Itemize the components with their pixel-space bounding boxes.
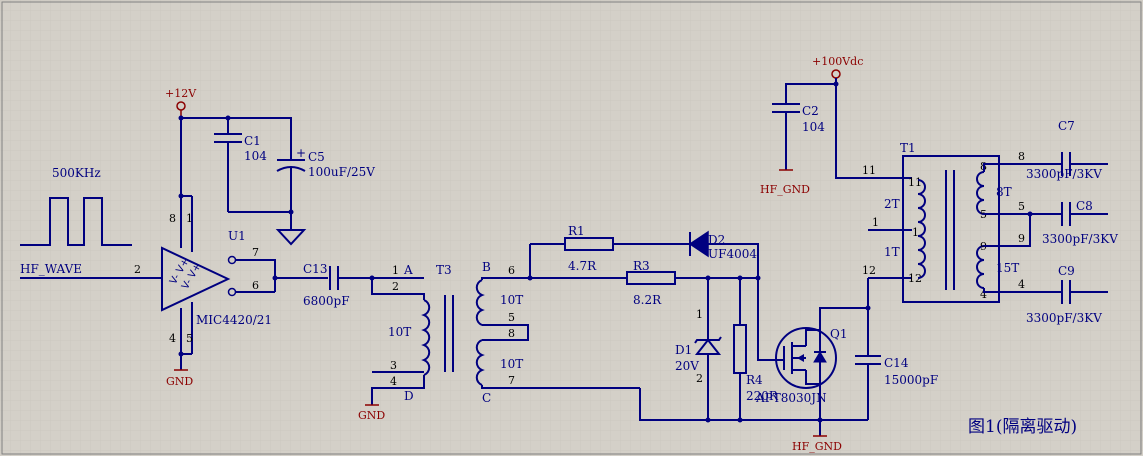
c2-hf-gnd-label: HF_GND xyxy=(760,183,810,196)
d1-pin2: 2 xyxy=(696,372,703,385)
t3-a-label: A xyxy=(403,263,413,277)
t3-pin6: 6 xyxy=(508,264,515,277)
t1-secondary-coil-2 xyxy=(976,245,985,289)
t1-ref: T1 xyxy=(900,141,916,155)
c7-capacitor xyxy=(1061,152,1108,176)
u1-pin8: 8 xyxy=(169,212,176,225)
t1-pin1-net: 1 xyxy=(872,216,879,229)
c1-capacitor xyxy=(214,133,242,212)
c5-value: 100uF/25V xyxy=(308,165,375,179)
u1-ref: U1 xyxy=(228,229,246,243)
t1-pin12: 12 xyxy=(908,272,922,285)
u1-part: MIC4420/21 xyxy=(196,313,272,327)
t3-sec1-turns: 10T xyxy=(500,293,523,307)
t1-1t-label: 1T xyxy=(884,245,900,259)
ground-symbol-c5 xyxy=(275,212,307,246)
t1-out-pin4: 4 xyxy=(1018,278,1025,291)
q1-ref: Q1 xyxy=(830,327,847,341)
t3-secondary-coil-1 xyxy=(475,279,485,326)
t3-ref: T3 xyxy=(436,263,452,277)
t1-8t-label: 8T xyxy=(996,185,1012,199)
c9-value: 3300pF/3KV xyxy=(1026,311,1102,325)
t1-out-pin5: 5 xyxy=(1018,200,1025,213)
t3-c-label: C xyxy=(482,391,491,405)
u1-pin1: 1 xyxy=(186,212,193,225)
r1-value: 4.7R xyxy=(568,259,597,273)
t1-pin11-net: 11 xyxy=(862,164,876,177)
square-wave-symbol xyxy=(20,197,132,246)
u1-pin7: 7 xyxy=(252,246,259,259)
t1-pin12-net: 12 xyxy=(862,264,876,277)
c5-ref: C5 xyxy=(308,150,325,164)
svg-text:+: + xyxy=(296,146,306,160)
t1-pin5: 5 xyxy=(980,208,987,221)
d1-pin1: 1 xyxy=(696,308,703,321)
r3-ref: R3 xyxy=(633,259,650,273)
t1-2t-label: 2T xyxy=(884,197,900,211)
r3-value: 8.2R xyxy=(633,293,662,307)
c14-value: 15000pF xyxy=(884,373,938,387)
c8-ref: C8 xyxy=(1076,199,1093,213)
c1-value: 104 xyxy=(244,149,267,163)
d2-value: UF4004 xyxy=(708,247,757,261)
v12-rail xyxy=(181,117,292,150)
t1-out-pin8: 8 xyxy=(1018,150,1025,163)
c2-value: 104 xyxy=(802,120,825,134)
figure-title: 图1(隔离驱动) xyxy=(968,417,1077,437)
u1-pin5: 5 xyxy=(186,332,193,345)
hf-gnd-return-wire xyxy=(639,388,868,421)
r4-ref: R4 xyxy=(746,373,763,387)
t3-primary-turns: 10T xyxy=(388,325,411,339)
t3-pin8: 8 xyxy=(508,327,515,340)
t3-pin7: 7 xyxy=(508,374,515,387)
c8-capacitor xyxy=(1061,202,1108,226)
u1-pin6: 6 xyxy=(252,279,259,292)
t1-15t-label: 15T xyxy=(996,261,1019,275)
c2-ref: C2 xyxy=(802,104,819,118)
c1-ref: C1 xyxy=(244,134,261,148)
t3-d-label: D xyxy=(404,389,414,403)
d1-value: 20V xyxy=(675,359,699,373)
hf-wave-net-label: HF_WAVE xyxy=(20,262,82,276)
u1-pin4: 4 xyxy=(169,332,176,345)
c7-ref: C7 xyxy=(1058,119,1075,133)
c14-ref: C14 xyxy=(884,356,909,370)
t3-pin1: 1 xyxy=(392,264,399,277)
q1-mosfet xyxy=(775,327,837,389)
v12-label: +12V xyxy=(165,87,197,100)
t1-secondary-coil-1 xyxy=(976,171,985,215)
t3-b-label: B xyxy=(482,260,491,274)
t3-gnd-label: GND xyxy=(358,409,385,422)
freq-label: 500KHz xyxy=(52,166,101,180)
t1-out-pin9: 9 xyxy=(1018,232,1025,245)
t3-primary-coil xyxy=(421,299,431,376)
c13-ref: C13 xyxy=(303,262,327,276)
t3-sec2-turns: 10T xyxy=(500,357,523,371)
t1-pin4: 4 xyxy=(980,288,987,301)
c13-value: 6800pF xyxy=(303,294,350,308)
d1-ref: D1 xyxy=(675,343,692,357)
v100-label: +100Vdc xyxy=(812,55,863,68)
t1-pin9: 9 xyxy=(980,240,987,253)
q1-part: APT8030JN xyxy=(755,391,827,405)
r1-ref: R1 xyxy=(568,224,585,238)
t3-pin5: 5 xyxy=(508,311,515,324)
t3-pin2: 2 xyxy=(392,280,399,293)
q1-hf-gnd-label: HF_GND xyxy=(792,440,842,453)
t3-pin3: 3 xyxy=(390,359,397,372)
u1-pin2: 2 xyxy=(134,263,141,276)
u1-gnd-label: GND xyxy=(166,375,193,388)
t3-secondary-coil-2 xyxy=(475,339,485,386)
c7-value: 3300pF/3KV xyxy=(1026,167,1102,181)
t1-primary-coil xyxy=(917,179,926,279)
c9-capacitor xyxy=(1061,280,1108,304)
t1-pin1: 1 xyxy=(912,226,919,239)
t1-pin11: 11 xyxy=(908,176,922,189)
t3-pin4: 4 xyxy=(390,375,397,388)
r4-value: 220R xyxy=(746,389,779,403)
c8-value: 3300pF/3KV xyxy=(1042,232,1118,246)
c9-ref: C9 xyxy=(1058,264,1075,278)
